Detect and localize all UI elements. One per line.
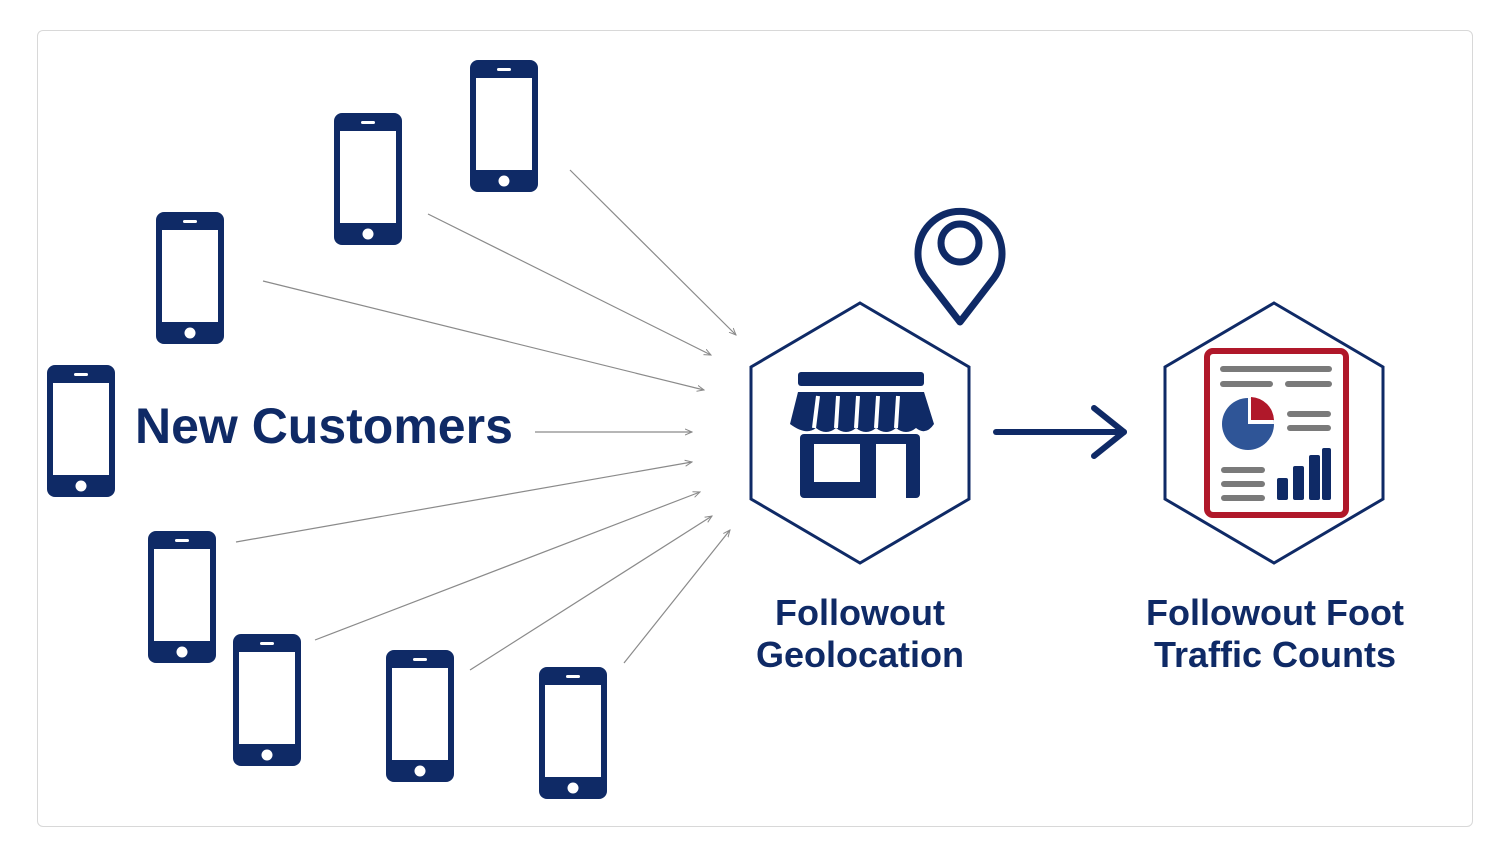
- phone-icon: [156, 212, 224, 344]
- phone-icon: [386, 650, 454, 782]
- geolocation-label-line2: Geolocation: [755, 634, 965, 676]
- connector-line: [427, 213, 711, 355]
- connector-line: [314, 492, 700, 641]
- connector-lines: [235, 169, 736, 671]
- traffic-counts-label-line1: Followout Foot: [1146, 592, 1404, 633]
- traffic-counts-label: Followout Foot Traffic Counts: [1125, 592, 1425, 677]
- geolocation-label: Followout Geolocation: [720, 592, 1000, 677]
- connector-line: [262, 280, 704, 390]
- geolocation-label-line1: Followout: [775, 592, 945, 633]
- phone-icon: [539, 667, 607, 799]
- phone-icon: [470, 60, 538, 192]
- traffic-counts-label-line2: Traffic Counts: [1153, 634, 1396, 676]
- arrow-right-icon: [993, 405, 1127, 459]
- connector-line: [569, 169, 736, 335]
- phone-icon: [334, 113, 402, 245]
- connector-line: [469, 516, 712, 671]
- report-icon: [1163, 301, 1385, 565]
- phone-icon: [233, 634, 301, 766]
- connector-line: [623, 530, 730, 664]
- connector-line: [235, 462, 692, 543]
- location-pin-icon: [914, 207, 1006, 326]
- new-customers-label: New Customers: [135, 398, 513, 454]
- phone-icon: [47, 365, 115, 497]
- phone-icon: [148, 531, 216, 663]
- storefront-icon: [749, 301, 971, 565]
